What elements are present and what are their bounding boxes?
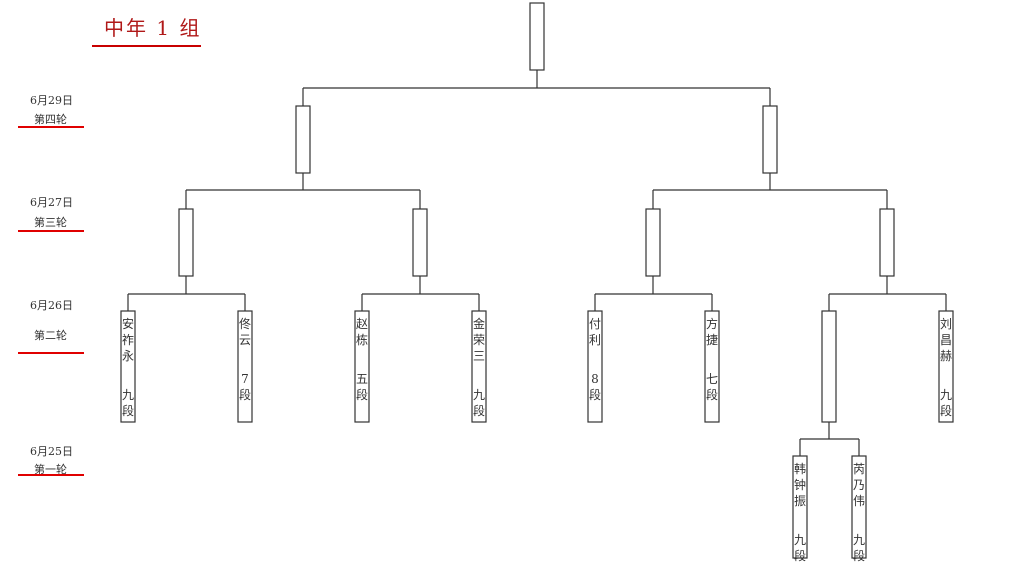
player-name: 佟云: [239, 316, 251, 347]
round-3-underline: [18, 230, 84, 232]
round-2-name: 第二轮: [34, 329, 67, 342]
semifinal-slot-left: [295, 105, 311, 174]
player-rank: 七段: [706, 372, 718, 402]
player-box-3: [354, 310, 370, 423]
quarterfinal-slot-2: [412, 208, 428, 277]
round-1-winner-slot: [821, 310, 837, 423]
round-3-date: 6月27日: [30, 196, 73, 209]
player-rank: 五段: [356, 372, 368, 402]
round-1-underline: [18, 474, 84, 476]
champion-slot: [529, 2, 545, 71]
player-box-9: [851, 455, 867, 559]
semifinal-slot-right: [762, 105, 778, 174]
round-4-connector: [302, 70, 771, 106]
round-3-connector-right: [652, 173, 888, 209]
player-box-5: [587, 310, 603, 423]
round-3-name: 第三轮: [34, 216, 67, 229]
quarterfinal-slot-3: [645, 208, 661, 277]
player-box-4: [471, 310, 487, 423]
title-underline: [92, 45, 201, 47]
player-box-8: [792, 455, 808, 559]
player-name: 韩钟振: [794, 461, 806, 508]
round-2-connector-4: [828, 276, 947, 311]
player-box-2: [237, 310, 253, 423]
round-2-connector-2: [361, 276, 480, 311]
bracket-title: 中年 1 组: [104, 16, 202, 40]
player-box-7: [938, 310, 954, 423]
player-name: 刘昌赫: [940, 317, 952, 363]
round-2-connector-1: [127, 276, 246, 311]
player-box-6: [704, 310, 720, 423]
round-4-underline: [18, 126, 84, 128]
player-name: 安祚永: [122, 316, 134, 363]
player-name: 芮乃伟: [853, 462, 865, 508]
round-2-connector-3: [594, 276, 713, 311]
player-rank: 九段: [122, 388, 134, 418]
player-name: 方捷: [706, 316, 718, 347]
player-name: 赵栋: [356, 317, 368, 347]
quarterfinal-slot-1: [178, 208, 194, 277]
player-rank: 九段: [473, 388, 485, 418]
round-1-name: 第一轮: [34, 463, 67, 476]
player-rank: 九段: [940, 388, 952, 418]
player-name: 付利: [589, 317, 601, 347]
quarterfinal-slot-4: [879, 208, 895, 277]
round-4-date: 6月29日: [30, 94, 73, 107]
round-1-connector: [799, 422, 860, 456]
round-2-date: 6月26日: [30, 299, 73, 312]
round-2-underline: [18, 352, 84, 354]
player-name: 金荣三: [473, 316, 485, 363]
round-1-date: 6月25日: [30, 445, 73, 458]
player-rank: 九段: [794, 533, 806, 563]
player-rank: 九段: [853, 533, 865, 563]
round-4-name: 第四轮: [34, 113, 67, 126]
round-3-connector-left: [185, 173, 421, 209]
player-box-1: [120, 310, 136, 423]
